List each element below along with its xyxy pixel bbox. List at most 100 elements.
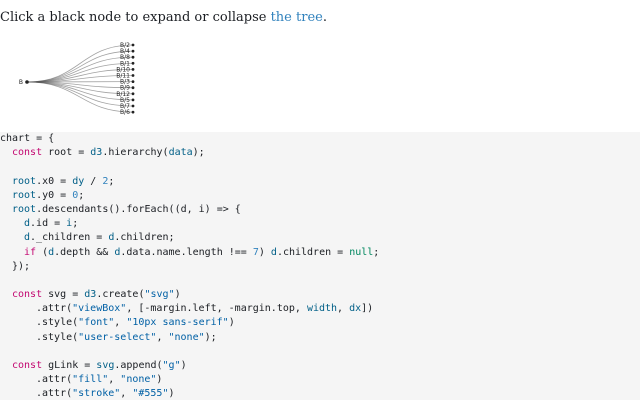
code-token: "g" <box>162 360 181 371</box>
tree-leaf-label: B/9 <box>120 85 130 92</box>
code-line: root.y0 = 0; <box>0 189 640 203</box>
code-line: .style("font", "10px sans-serif") <box>0 316 640 330</box>
code-line: .attr("viewBox", [-margin.left, -margin.… <box>0 302 640 316</box>
tree-leaf-label: B/7 <box>120 103 130 110</box>
code-token: .hierarchy( <box>102 147 169 159</box>
code-token: .depth && <box>54 246 115 258</box>
code-line-blank <box>0 274 640 288</box>
code-token: "10px sans-serif" <box>126 317 229 329</box>
code-token: d <box>114 246 121 258</box>
code-token: "none" <box>120 374 157 386</box>
code-line: }); <box>0 260 640 274</box>
code-token: "viewBox" <box>72 303 127 315</box>
tree-leaf-label: B/12 <box>116 91 130 98</box>
tree-root-node[interactable] <box>25 80 29 84</box>
tree-leaf-label: B/1 <box>120 60 130 67</box>
code-token: 2 <box>102 175 109 187</box>
code-token: if <box>24 246 37 258</box>
code-line-blank <box>0 345 640 359</box>
code-token: chart = { <box>0 133 55 144</box>
code-token: .attr( <box>36 388 73 400</box>
code-line: if (d.depth && d.data.name.length !== 7)… <box>0 246 640 260</box>
code-token: d <box>24 218 31 230</box>
code-line: const root = d3.hierarchy(data); <box>0 146 640 160</box>
code-token: ) <box>228 317 235 329</box>
tree-leaf-node <box>131 98 135 102</box>
tree-leaf-label: B/6 <box>120 109 130 116</box>
code-token: data <box>168 147 193 159</box>
tree-leaf-label: B/5 <box>120 97 130 104</box>
code-token: ); <box>204 331 217 343</box>
code-token: dy <box>72 175 85 187</box>
code-token: root <box>12 175 37 187</box>
code-token: "svg" <box>144 289 175 301</box>
code-token: ); <box>192 147 205 159</box>
tree-leaf-node <box>131 61 135 65</box>
instructions-period: . <box>322 10 327 25</box>
code-line: chart = { <box>0 132 640 146</box>
code-token: .append( <box>114 360 163 371</box>
code-token: ) <box>258 246 271 258</box>
tree-leaf-node <box>131 49 135 53</box>
code-token: "user-select" <box>78 331 157 343</box>
tree-leaf-node <box>131 68 135 71</box>
code-token: .attr( <box>36 374 73 386</box>
code-line: .attr("stroke", "#555") <box>0 387 640 400</box>
code-line: root.descendants().forEach((d, i) => { <box>0 203 640 217</box>
code-token: .create( <box>96 289 145 301</box>
code-token: .children; <box>114 232 175 244</box>
tree-leaf-node <box>131 80 135 83</box>
code-token: ; <box>72 218 79 230</box>
code-token: "#555" <box>132 388 169 400</box>
code-token: i <box>66 218 73 230</box>
code-token: ]) <box>361 303 374 315</box>
code-token: .style( <box>36 317 79 329</box>
code-token: 7 <box>252 246 259 258</box>
code-token: }); <box>12 260 31 272</box>
code-token: const <box>12 147 43 159</box>
code-token: svg = <box>42 289 85 301</box>
code-token: d <box>270 246 277 258</box>
code-token: root <box>12 203 37 215</box>
tree-leaf-label: B/8 <box>120 54 130 61</box>
code-token: gLink = <box>42 360 97 371</box>
tree-leaf-node <box>131 104 135 108</box>
tree-link-line <box>26 81 134 113</box>
code-token: null <box>349 246 374 258</box>
code-token: "font" <box>78 317 115 329</box>
tree-leaf-node <box>131 55 135 59</box>
code-token: d <box>24 232 31 244</box>
code-token: , <box>120 388 133 400</box>
tree-chart[interactable]: BB/2B/4B/8B/1B/10B/11B/3B/9B/12B/5B/7B/6 <box>0 36 640 128</box>
code-token: ._children = <box>30 232 109 244</box>
code-token: , <box>108 374 121 386</box>
tree-leaf-node <box>131 74 135 77</box>
code-line: root.x0 = dy / 2; <box>0 175 640 189</box>
code-token: "stroke" <box>72 388 121 400</box>
code-line: d._children = d.children; <box>0 231 640 245</box>
code-token: d <box>108 232 115 244</box>
instructions-text: Click a black node to expand or collapse… <box>0 10 327 26</box>
code-token: dx <box>349 303 362 315</box>
code-token: .style( <box>36 331 79 343</box>
tree-root-label: B <box>19 79 23 86</box>
code-token: "fill" <box>72 374 109 386</box>
code-token: d3 <box>84 289 97 301</box>
code-token: ; <box>78 189 85 201</box>
code-token: , [-margin.left, -margin.top, <box>126 303 307 315</box>
code-token: .id = <box>30 218 67 230</box>
tree-links <box>26 44 134 113</box>
code-token: .attr( <box>36 303 73 315</box>
code-token: ) <box>156 374 163 386</box>
tree-leaf-label: B/3 <box>120 79 130 86</box>
tree-link[interactable]: the tree <box>270 10 323 25</box>
code-token: ) <box>168 388 175 400</box>
code-token: ; <box>108 175 115 187</box>
code-token: root <box>12 189 37 201</box>
tree-nodes: BB/2B/4B/8B/1B/10B/11B/3B/9B/12B/5B/7B/6 <box>19 42 135 116</box>
code-token: ; <box>373 246 380 258</box>
code-token: .data.name.length !== <box>120 246 253 258</box>
code-token: , <box>337 303 350 315</box>
code-token: , <box>114 317 127 329</box>
tree-leaf-label: B/4 <box>120 48 130 55</box>
